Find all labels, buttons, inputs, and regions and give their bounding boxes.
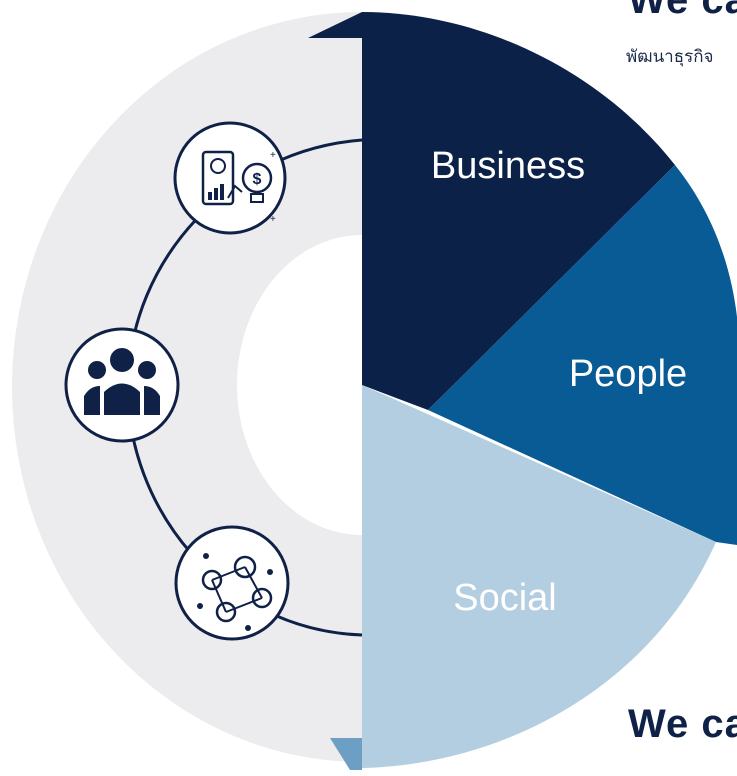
svg-text:+: + [270, 150, 276, 161]
bottom-tab [330, 738, 362, 770]
segment-business [362, 12, 675, 410]
social-network-icon [174, 525, 290, 641]
svg-text:$: $ [253, 171, 262, 188]
top-tab [308, 12, 362, 38]
segment-label-people: People [569, 353, 687, 395]
segment-label-business: Business [431, 145, 585, 187]
segment-social [362, 385, 716, 768]
left-ring [12, 12, 362, 762]
subheading-top: พัฒนาธุรกิจ [626, 47, 714, 66]
segment-label-social: Social [453, 577, 557, 619]
heading-bottom: We ca [628, 702, 737, 746]
money-growth-icon: $ + + [173, 121, 287, 235]
segment-people [428, 165, 737, 545]
heading-top: We ca [628, 0, 737, 22]
svg-text:+: + [270, 214, 276, 225]
people-group-icon [64, 327, 180, 443]
